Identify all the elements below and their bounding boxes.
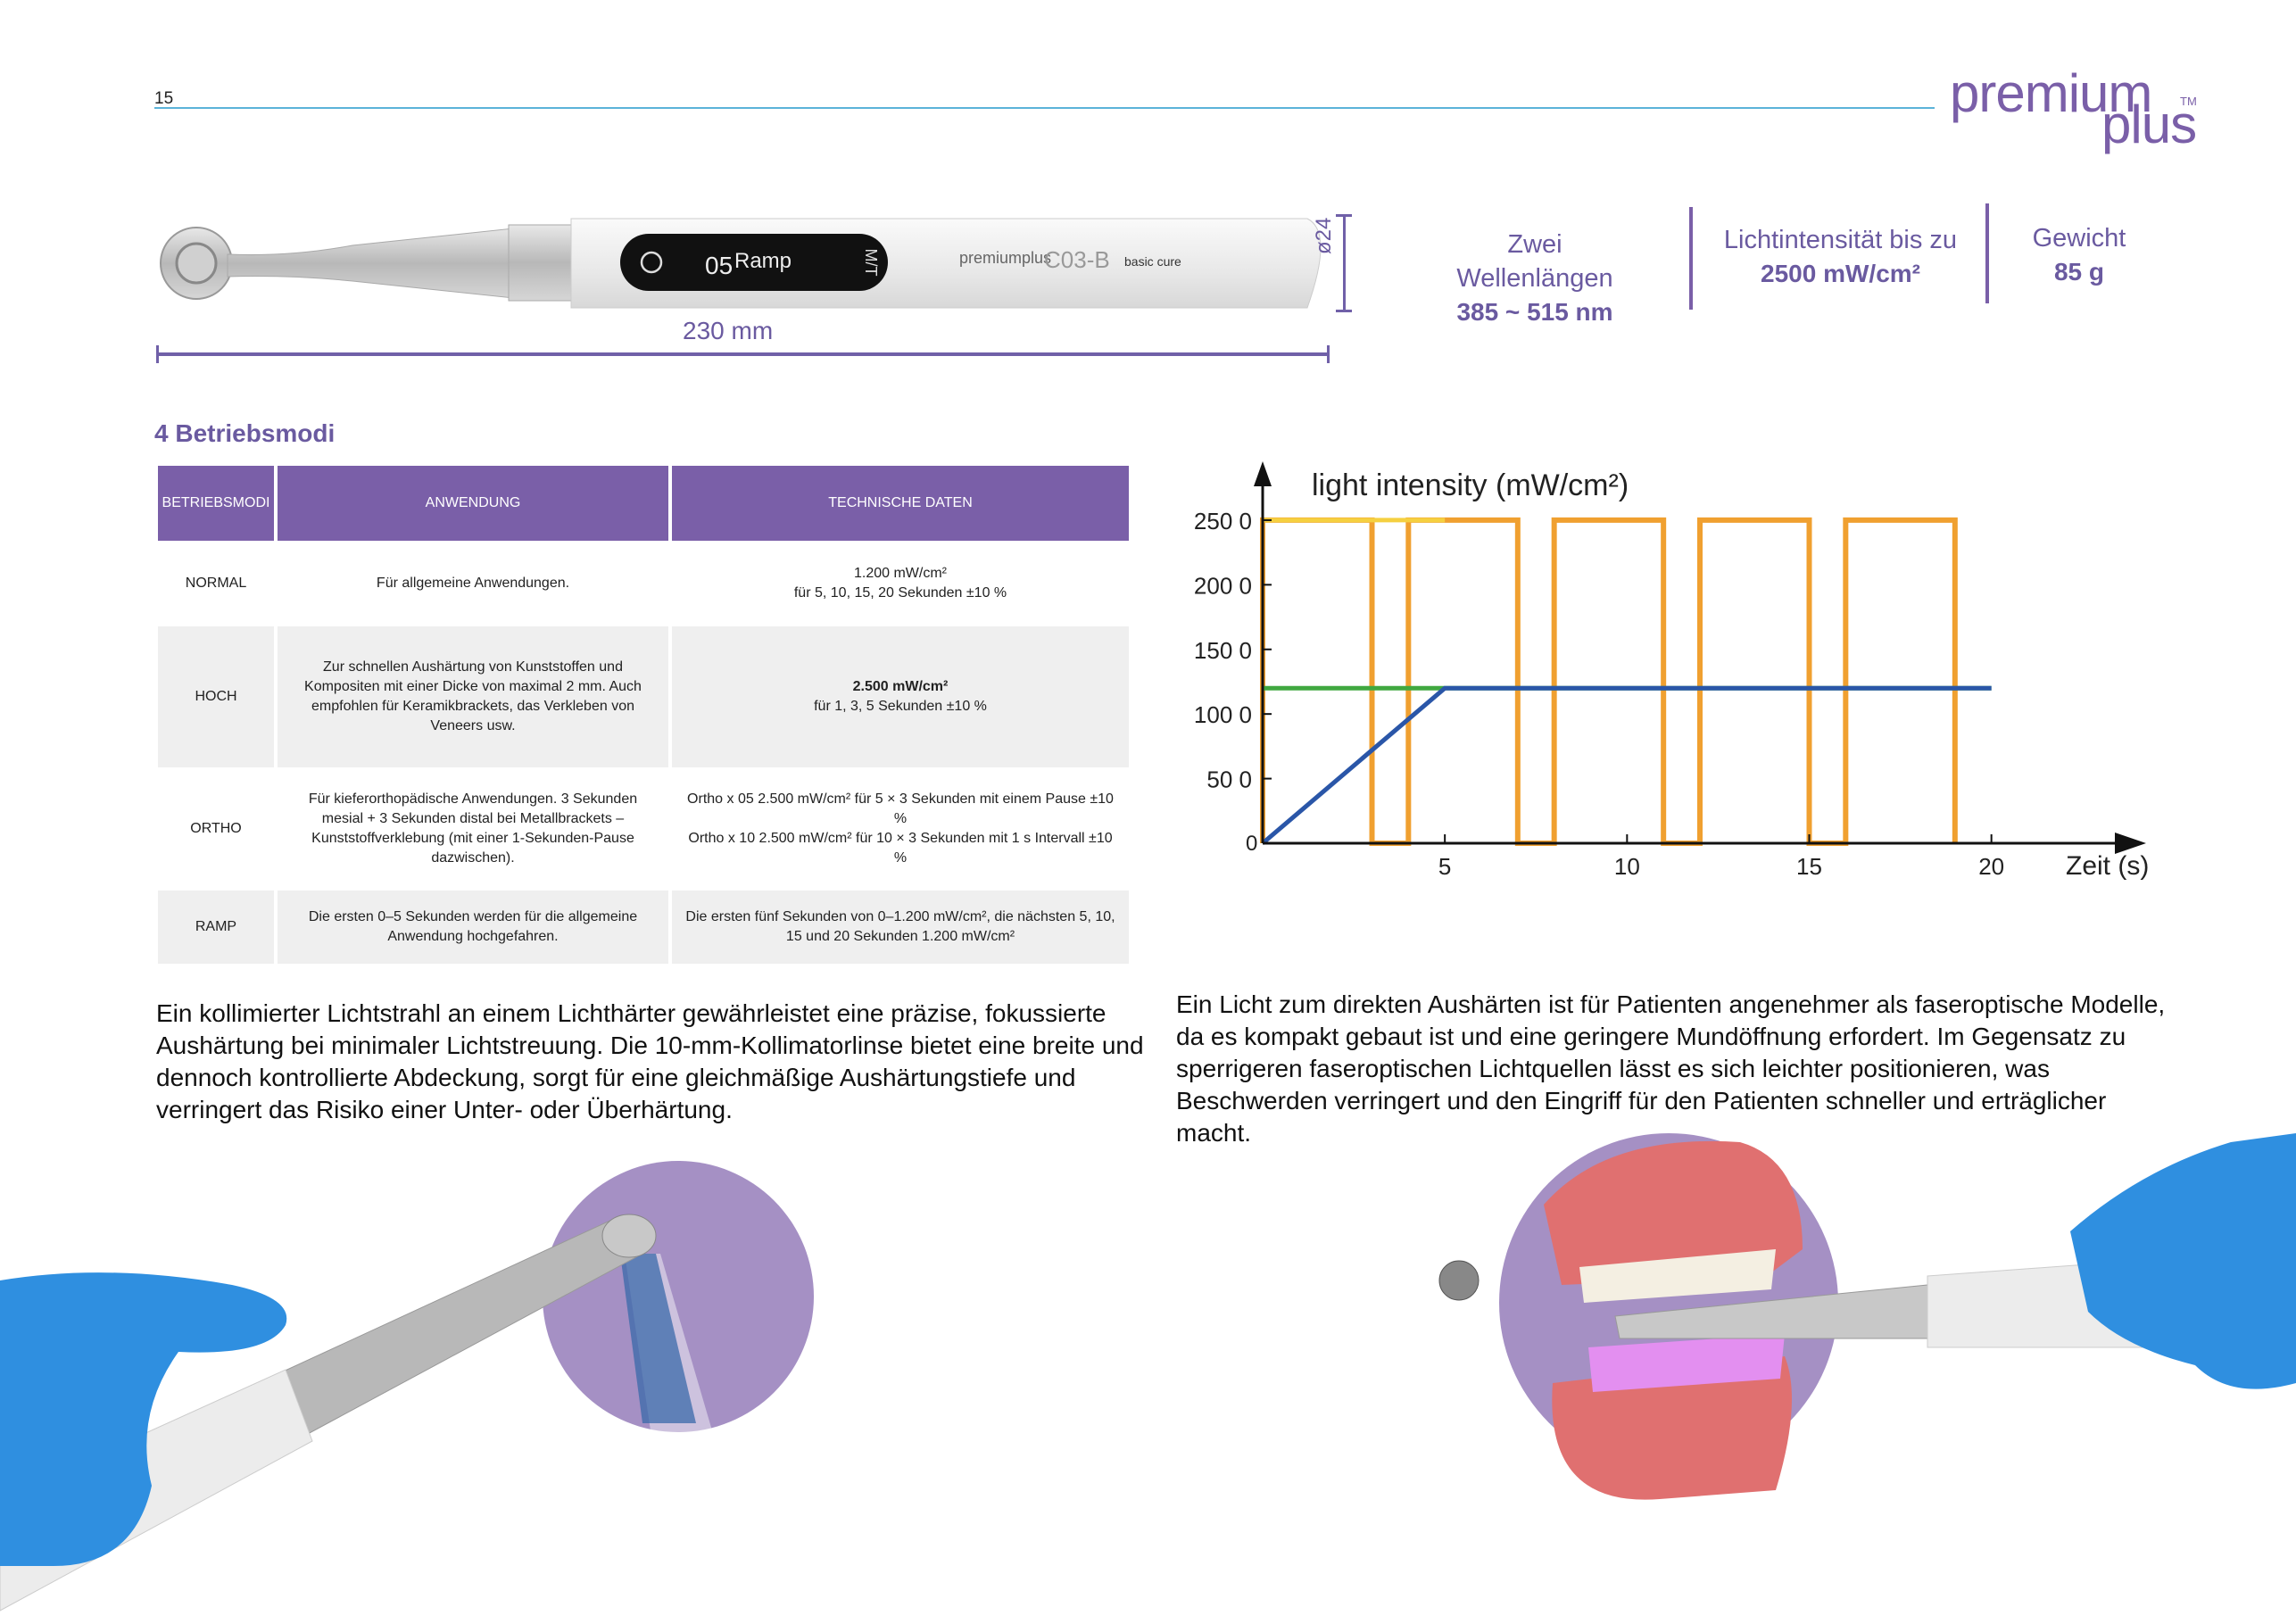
upper-jaw-model bbox=[1544, 1140, 1803, 1285]
tech-data-line: Ortho x 10 2.500 mW/cm² für 10 × 3 Sekun… bbox=[688, 831, 1113, 866]
diameter-dimension-label: ø24 bbox=[1312, 217, 1336, 254]
y-axis-arrow bbox=[1254, 461, 1272, 486]
spec-weight: Gewicht 85 g bbox=[1999, 221, 2159, 289]
device-collar bbox=[508, 224, 572, 302]
device-body-brand: premiumplus bbox=[959, 249, 1051, 267]
y-tick-label: 100 0 bbox=[1194, 701, 1252, 728]
x-tick-label: 5 bbox=[1438, 853, 1451, 880]
tech-data-line: Ortho x 05 2.500 mW/cm² für 5 × 3 Sekund… bbox=[687, 791, 1114, 826]
dental-model-curing-photo bbox=[1438, 1133, 2296, 1500]
column-header-tech-data: TECHNISCHE DATEN bbox=[672, 466, 1129, 541]
application-cell: Zur schnellen Aushärtung von Kunststoffe… bbox=[278, 626, 668, 767]
table-header-row: BETRIEBSMODI ANWENDUNG TECHNISCHE DATEN bbox=[158, 466, 1129, 541]
device-model-sub: basic cure bbox=[1124, 254, 1181, 269]
lower-teeth-glow bbox=[1588, 1334, 1785, 1392]
device-neck bbox=[227, 227, 523, 300]
x-tick-label: 10 bbox=[1614, 853, 1640, 880]
brand-word-plus: plus bbox=[2101, 95, 2197, 154]
application-cell: Die ersten 0–5 Sekunden werden für die a… bbox=[278, 891, 668, 964]
y-tick-label: 200 0 bbox=[1194, 572, 1252, 599]
tech-data-line: für 1, 3, 5 Sekunden ±10 % bbox=[814, 699, 987, 714]
application-cell: Für kieferorthopädische Anwendungen. 3 S… bbox=[308, 791, 638, 866]
series-line-1 bbox=[1260, 517, 1958, 846]
series-line-4 bbox=[1261, 685, 1992, 845]
tech-data-cell: Ortho x 05 2.500 mW/cm² für 5 × 3 Sekund… bbox=[672, 771, 1129, 887]
table-row: NORMAL Für allgemeine Anwendungen. 1.200… bbox=[158, 544, 1129, 623]
upper-teeth bbox=[1579, 1249, 1776, 1303]
origin-label: 0 bbox=[1246, 832, 1257, 856]
direct-curing-text: Ein Licht zum direkten Aushärten ist für… bbox=[1176, 990, 2166, 1147]
header-rule bbox=[154, 107, 1935, 109]
operating-modes-table: BETRIEBSMODI ANWENDUNG TECHNISCHE DATEN … bbox=[154, 462, 1132, 967]
gloved-hand bbox=[2070, 1133, 2296, 1389]
curing-light-device-illustration: 05 Ramp M/T premiumplus C03-B basic cure bbox=[160, 218, 1322, 309]
length-dimension-label: 230 mm bbox=[683, 317, 774, 344]
display-mt: M/T bbox=[862, 249, 880, 277]
table-row: ORTHO Für kieferorthopädische Anwendunge… bbox=[158, 771, 1129, 887]
spec-intensity-value: 2500 mW/cm² bbox=[1761, 260, 1920, 287]
spec-weight-label: Gewicht bbox=[2032, 224, 2126, 253]
mode-cell: ORTHO bbox=[190, 821, 242, 836]
blue-light-beam bbox=[620, 1254, 696, 1423]
collimated-beam-text: Ein kollimierter Lichtstrahl an einem Li… bbox=[156, 999, 1144, 1123]
column-header-mode: BETRIEBSMODI bbox=[158, 466, 274, 541]
tech-data-cell: Die ersten fünf Sekunden von 0–1.200 mW/… bbox=[672, 891, 1129, 964]
spec-intensity: Lichtintensität bis zu 2500 mW/cm² bbox=[1700, 223, 1981, 291]
table-row: HOCH Zur schnellen Aushärtung von Kunsts… bbox=[158, 626, 1129, 767]
y-tick-label: 50 0 bbox=[1206, 766, 1252, 793]
display-mode-name: Ramp bbox=[734, 249, 792, 273]
page-number: 15 bbox=[154, 89, 174, 108]
device-model: C03-B bbox=[1044, 246, 1110, 273]
gloved-hand bbox=[0, 1272, 287, 1566]
spec-separator bbox=[1985, 203, 1989, 303]
mode-cell: RAMP bbox=[158, 891, 274, 964]
tech-data-line: für 5, 10, 15, 20 Sekunden ±10 % bbox=[793, 585, 1007, 601]
brand-logo: premium plus TM bbox=[1950, 62, 2209, 154]
tech-data-line: 1.200 mW/cm² bbox=[853, 566, 947, 581]
hand-holding-curing-light-photo bbox=[0, 1161, 814, 1620]
x-axis-title: Zeit (s) bbox=[2066, 851, 2149, 881]
display-mode-number: 05 bbox=[705, 252, 733, 279]
device-display bbox=[620, 234, 888, 291]
device-tip bbox=[1438, 1260, 1480, 1301]
spec-intensity-label: Lichtintensität bis zu bbox=[1723, 226, 1958, 254]
modes-heading: 4 Betriebsmodi bbox=[154, 419, 336, 447]
spec-weight-value: 85 g bbox=[2053, 258, 2105, 286]
application-cell: Für allgemeine Anwendungen. bbox=[376, 576, 570, 591]
tech-data-cell: 2.500 mW/cm² für 1, 3, 5 Sekunden ±10 % bbox=[672, 626, 1129, 767]
table-row: RAMP Die ersten 0–5 Sekunden werden für … bbox=[158, 891, 1129, 964]
diameter-dimension-line bbox=[1336, 214, 1352, 312]
spec-wavelength-value: 385 ~ 515 nm bbox=[1456, 298, 1613, 326]
y-tick-label: 250 0 bbox=[1194, 508, 1252, 534]
device-head bbox=[601, 1214, 657, 1258]
chart-series-group bbox=[1260, 517, 1992, 846]
x-axis-arrow bbox=[2115, 833, 2146, 854]
spec-wavelength-line2: Wellenlängen bbox=[1456, 264, 1613, 293]
tech-data-line: 2.500 mW/cm² bbox=[852, 679, 949, 694]
spec-wavelength: Zwei Wellenlängen 385 ~ 515 nm bbox=[1428, 228, 1642, 329]
lower-jaw-model bbox=[1552, 1356, 1792, 1500]
device-lens bbox=[175, 242, 218, 285]
x-tick-label: 15 bbox=[1796, 853, 1822, 880]
mode-cell: NORMAL bbox=[185, 576, 247, 591]
y-tick-label: 150 0 bbox=[1194, 637, 1252, 664]
tech-data-cell: 1.200 mW/cm² für 5, 10, 15, 20 Sekunden … bbox=[672, 544, 1129, 623]
tech-data-line: Die ersten fünf Sekunden von 0–1.200 mW/… bbox=[685, 909, 1115, 944]
x-tick-label: 20 bbox=[1978, 853, 2004, 880]
y-axis-title: light intensity (mW/cm²) bbox=[1312, 468, 1629, 502]
power-icon bbox=[640, 251, 663, 274]
length-dimension-line bbox=[156, 345, 1330, 363]
light-intensity-chart: 5 10 15 20 50 0 100 0 150 0 200 0 250 0 light in… bbox=[1194, 461, 2149, 881]
spec-wavelength-line1: Zwei bbox=[1507, 230, 1562, 259]
chart-ticks-group: 5 10 15 20 50 0 100 0 150 0 200 0 250 0 bbox=[1194, 508, 2004, 880]
mode-cell: HOCH bbox=[158, 626, 274, 767]
brand-word-premium: premium bbox=[1950, 63, 2152, 123]
spec-separator bbox=[1689, 207, 1693, 310]
column-header-application: ANWENDUNG bbox=[278, 466, 668, 541]
brand-trademark: TM bbox=[2180, 95, 2197, 108]
